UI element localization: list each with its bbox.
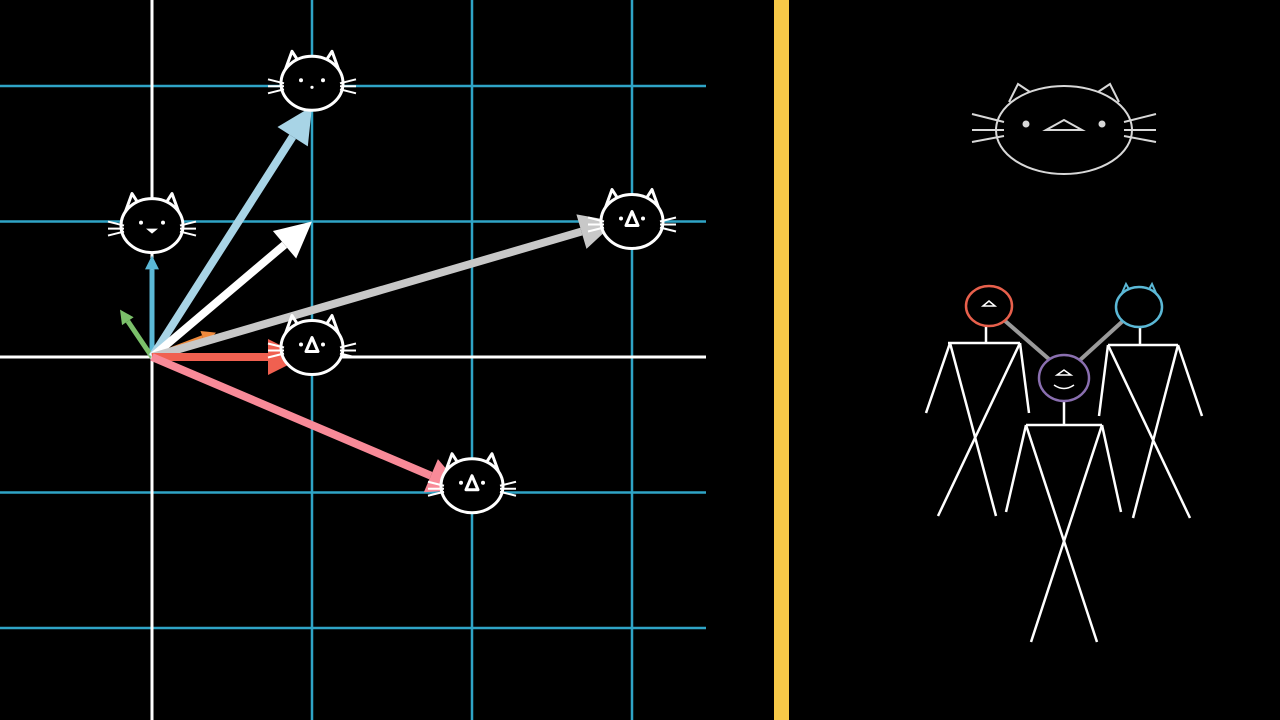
vector-up-blue [145, 255, 159, 357]
vector-green [120, 309, 155, 359]
embedding-illustration-panel [924, 82, 1204, 643]
cat-topleft [106, 192, 198, 255]
person-right [1097, 281, 1204, 519]
big-cat-face [971, 82, 1157, 175]
cat-right [586, 188, 678, 250]
cat-points [106, 49, 678, 515]
panel-divider [774, 0, 789, 720]
person-left [924, 284, 1031, 517]
vector-gray [150, 214, 616, 361]
vector-grid-panel [0, 0, 706, 720]
vectors [120, 106, 616, 493]
cat-center [266, 314, 358, 377]
vector-white [149, 221, 312, 361]
person-right-head [1114, 285, 1164, 329]
person-middle-head [1037, 353, 1091, 403]
person-links [1002, 318, 1126, 362]
cat-bottom [426, 452, 518, 515]
cat-top [266, 49, 358, 112]
person-middle [1004, 353, 1123, 643]
vector-lightblue [148, 106, 312, 360]
vector-pink [150, 353, 464, 493]
grid-lines [0, 0, 706, 720]
